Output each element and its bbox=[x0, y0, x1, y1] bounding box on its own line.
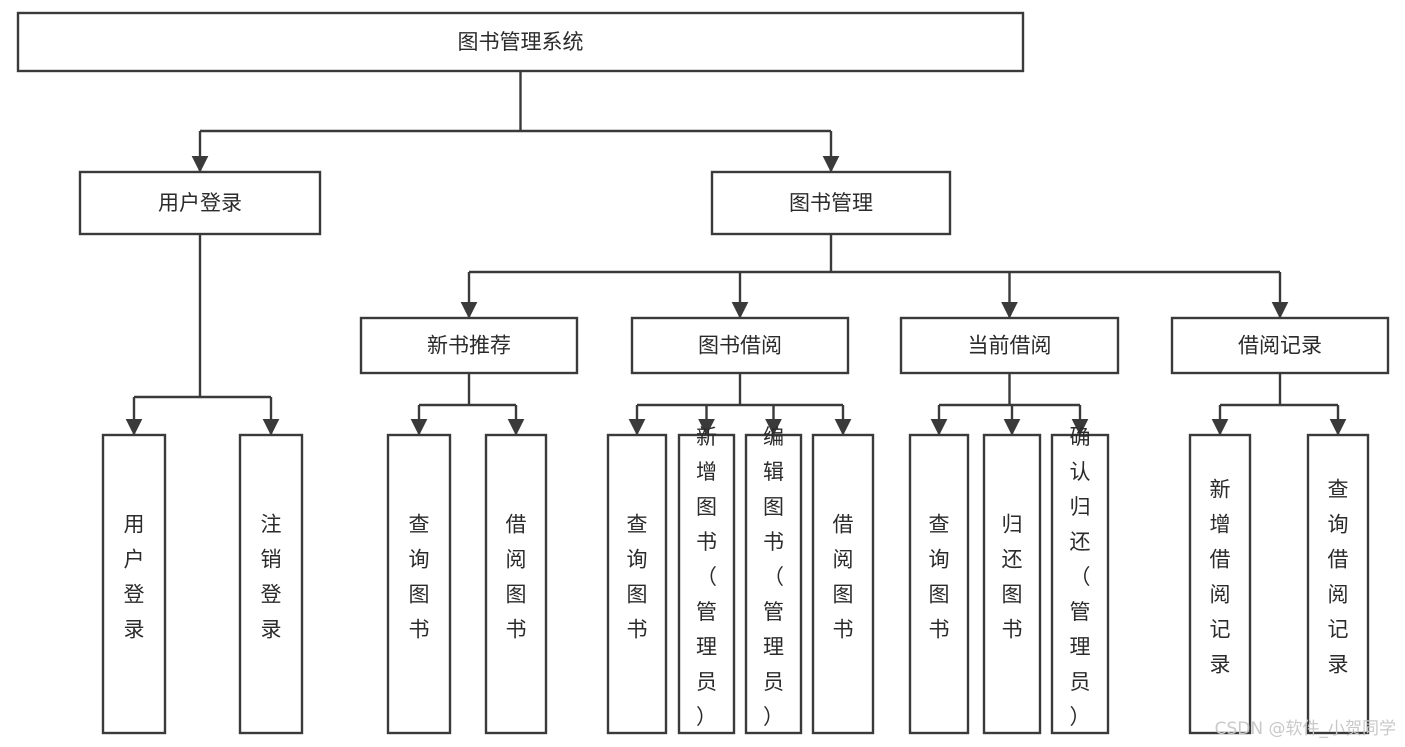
csdn-watermark: CSDN @软件_小贺同学 bbox=[1215, 719, 1396, 739]
node-box-borrow-record bbox=[1170, 316, 1390, 375]
node-box-leaf-user-login bbox=[101, 433, 167, 735]
node-box-leaf-borrow-book-1 bbox=[484, 433, 548, 735]
node-label-leaf-edit-book-admin: 编辑图书（管理员） bbox=[763, 425, 784, 729]
node-label-leaf-borrow-book-2: 借阅图书 bbox=[833, 513, 854, 642]
node-label-user-login: 用户登录 bbox=[158, 191, 242, 215]
node-leaf-return-book[interactable]: 归还图书 bbox=[982, 433, 1042, 735]
node-box-leaf-query-book-3 bbox=[908, 433, 970, 735]
node-label-root: 图书管理系统 bbox=[458, 30, 584, 54]
node-leaf-query-book-1[interactable]: 查询图书 bbox=[386, 433, 452, 735]
node-label-leaf-confirm-return-admin: 确认归还（管理员） bbox=[1070, 425, 1091, 729]
node-box-root bbox=[16, 11, 1025, 73]
node-box-leaf-query-borrow-record bbox=[1306, 433, 1370, 735]
node-box-leaf-return-book bbox=[982, 433, 1042, 735]
node-leaf-add-borrow-record[interactable]: 新增借阅记录 bbox=[1188, 433, 1252, 735]
node-book-borrow[interactable]: 图书借阅 bbox=[630, 316, 850, 375]
node-current-borrow[interactable]: 当前借阅 bbox=[899, 316, 1120, 375]
node-label-leaf-query-book-2: 查询图书 bbox=[627, 513, 648, 642]
node-box-current-borrow bbox=[899, 316, 1120, 375]
node-leaf-confirm-return-admin[interactable]: 确认归还（管理员） bbox=[1050, 425, 1110, 735]
node-label-leaf-query-book-3: 查询图书 bbox=[929, 513, 950, 642]
node-label-leaf-add-borrow-record: 新增借阅记录 bbox=[1210, 478, 1231, 677]
node-box-leaf-user-logout bbox=[238, 433, 304, 735]
node-box-leaf-add-borrow-record bbox=[1188, 433, 1252, 735]
node-label-leaf-add-book-admin: 新增图书（管理员） bbox=[696, 425, 717, 729]
node-label-book-borrow: 图书借阅 bbox=[698, 334, 782, 358]
node-leaf-user-login[interactable]: 用户登录 bbox=[101, 433, 167, 735]
node-box-new-book-recommend bbox=[359, 316, 579, 375]
node-label-borrow-record: 借阅记录 bbox=[1238, 334, 1322, 358]
node-leaf-query-book-2[interactable]: 查询图书 bbox=[606, 433, 668, 735]
node-leaf-user-logout[interactable]: 注销登录 bbox=[238, 433, 304, 735]
node-new-book-recommend[interactable]: 新书推荐 bbox=[359, 316, 579, 375]
node-user-login[interactable]: 用户登录 bbox=[78, 170, 322, 236]
node-leaf-borrow-book-2[interactable]: 借阅图书 bbox=[811, 433, 875, 735]
node-label-new-book-recommend: 新书推荐 bbox=[427, 334, 511, 358]
node-label-leaf-query-borrow-record: 查询借阅记录 bbox=[1328, 478, 1349, 677]
node-box-leaf-edit-book-admin bbox=[744, 433, 803, 735]
node-borrow-record[interactable]: 借阅记录 bbox=[1170, 316, 1390, 375]
node-leaf-edit-book-admin[interactable]: 编辑图书（管理员） bbox=[744, 425, 803, 735]
node-label-leaf-return-book: 归还图书 bbox=[1002, 513, 1023, 642]
node-box-leaf-borrow-book-2 bbox=[811, 433, 875, 735]
node-box-user-login bbox=[78, 170, 322, 236]
node-root[interactable]: 图书管理系统 bbox=[16, 11, 1025, 73]
node-label-book-management: 图书管理 bbox=[789, 191, 873, 215]
node-leaf-add-book-admin[interactable]: 新增图书（管理员） bbox=[677, 425, 736, 735]
node-box-book-borrow bbox=[630, 316, 850, 375]
node-leaf-query-borrow-record[interactable]: 查询借阅记录 bbox=[1306, 433, 1370, 735]
node-label-leaf-user-logout: 注销登录 bbox=[261, 513, 282, 642]
node-label-leaf-user-login: 用户登录 bbox=[124, 513, 145, 642]
node-box-leaf-confirm-return-admin bbox=[1050, 433, 1110, 735]
node-label-leaf-query-book-1: 查询图书 bbox=[409, 513, 430, 642]
nodes-layer: 图书管理系统用户登录图书管理新书推荐图书借阅当前借阅借阅记录用户登录注销登录查询… bbox=[16, 11, 1390, 735]
node-book-management[interactable]: 图书管理 bbox=[710, 170, 952, 236]
node-box-leaf-query-book-2 bbox=[606, 433, 668, 735]
node-label-leaf-borrow-book-1: 借阅图书 bbox=[506, 513, 527, 642]
node-leaf-query-book-3[interactable]: 查询图书 bbox=[908, 433, 970, 735]
node-label-current-borrow: 当前借阅 bbox=[968, 334, 1052, 358]
node-leaf-borrow-book-1[interactable]: 借阅图书 bbox=[484, 433, 548, 735]
node-box-leaf-add-book-admin bbox=[677, 433, 736, 735]
node-box-leaf-query-book-1 bbox=[386, 433, 452, 735]
node-box-book-management bbox=[710, 170, 952, 236]
edges-layer bbox=[125, 71, 1347, 436]
